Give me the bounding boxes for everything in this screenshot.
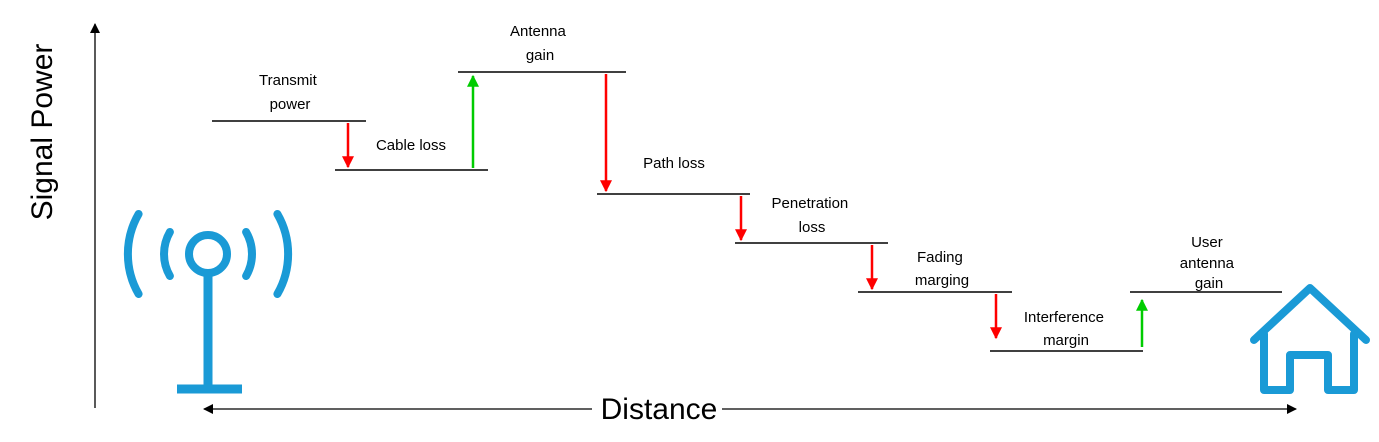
fading-marging-label: Fading marging [915,249,969,289]
transmit-power-label: Transmit power [259,72,321,113]
house-icon [1250,284,1370,394]
interference-margin-label: Interference margin [1024,309,1108,349]
x-axis-title: Distance [601,393,718,426]
radio-tower-icon [123,210,293,394]
path-loss-label: Path loss [643,155,705,172]
y-axis-title: Signal Power [26,44,59,221]
antenna-gain-label: Antenna gain [510,23,570,64]
penetration-loss-label: Penetration loss [772,195,853,236]
cable-loss-label: Cable loss [376,137,446,154]
user-antenna-gain-label: User antenna gain [1180,234,1238,292]
